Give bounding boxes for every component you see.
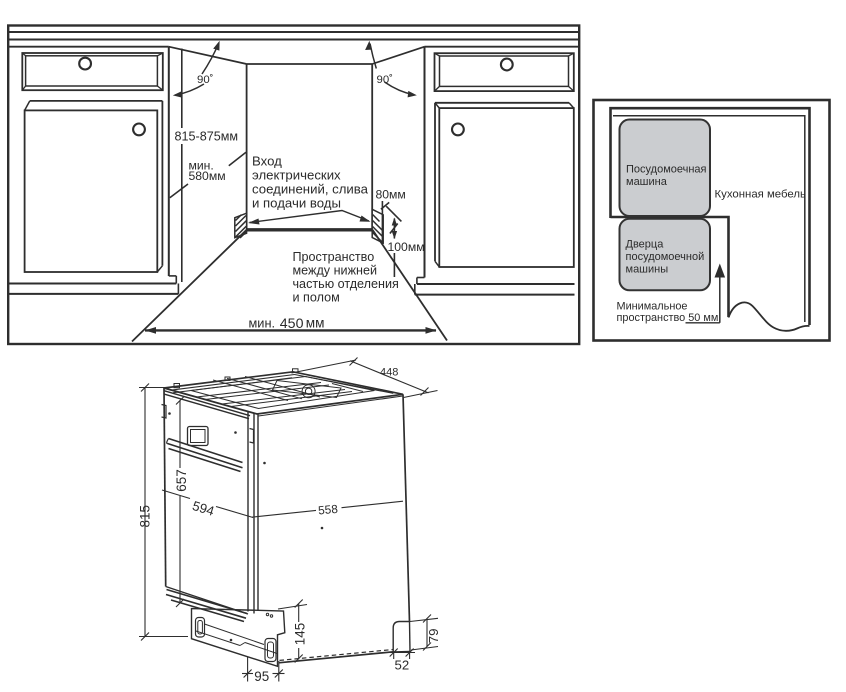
svg-text:машина: машина — [626, 176, 668, 188]
svg-text:815-875мм: 815-875мм — [175, 130, 239, 144]
svg-text:815: 815 — [138, 505, 153, 528]
svg-text:80мм: 80мм — [376, 188, 406, 202]
svg-text:Минимальное: Минимальное — [617, 301, 688, 313]
svg-text:между нижней: между нижней — [293, 264, 378, 278]
svg-text:52: 52 — [395, 658, 410, 673]
svg-text:79: 79 — [426, 629, 441, 644]
svg-text:мм: мм — [306, 315, 325, 330]
svg-text:145: 145 — [292, 623, 307, 645]
svg-text:электрических: электрических — [252, 168, 341, 183]
svg-text:мин.: мин. — [189, 159, 214, 173]
svg-text:580мм: 580мм — [189, 169, 226, 183]
svg-text:частью отделения: частью отделения — [293, 277, 399, 291]
svg-text:450: 450 — [280, 316, 304, 332]
svg-text:посудомоечной: посудомоечной — [626, 251, 705, 263]
svg-text:машины: машины — [626, 264, 669, 276]
svg-text:Посудомоечная: Посудомоечная — [626, 164, 707, 176]
svg-text:594: 594 — [191, 498, 216, 519]
svg-text:Дверца: Дверца — [626, 239, 665, 251]
svg-text:558: 558 — [318, 502, 339, 518]
svg-text:и подачи воды: и подачи воды — [252, 196, 341, 211]
svg-text:и полом: и полом — [293, 291, 340, 305]
svg-text:90˚: 90˚ — [377, 74, 393, 86]
svg-text:соединений, слива: соединений, слива — [252, 182, 369, 197]
svg-text:95: 95 — [254, 669, 269, 684]
svg-text:пространство 50 мм: пространство 50 мм — [617, 312, 719, 324]
svg-text:Вход: Вход — [252, 154, 282, 169]
svg-text:448: 448 — [380, 367, 398, 379]
svg-text:657: 657 — [174, 469, 189, 492]
svg-text:мин.: мин. — [249, 315, 276, 330]
svg-text:Кухонная мебель: Кухонная мебель — [715, 189, 807, 201]
svg-text:90˚: 90˚ — [197, 74, 213, 86]
svg-text:100мм: 100мм — [388, 240, 425, 254]
svg-text:Пространство: Пространство — [293, 250, 375, 264]
